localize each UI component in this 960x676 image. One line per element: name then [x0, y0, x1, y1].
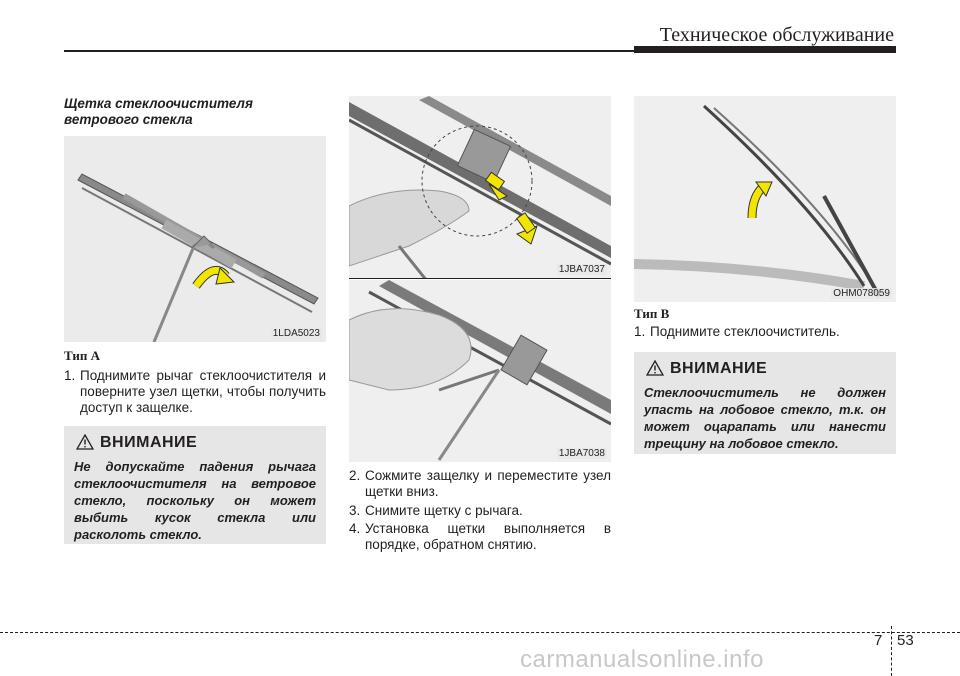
footer-line [0, 632, 960, 633]
step-text: Поднимите стеклоочиститель. [650, 324, 840, 339]
step-text: Сожмите защелку и переместите узел щетки… [365, 468, 611, 499]
figure-code: 1JBA7037 [556, 264, 607, 275]
figure-wiper-type-a: 1LDA5023 [64, 136, 326, 342]
step-number: 1. [64, 368, 76, 383]
warning-icon [645, 359, 665, 376]
chapter-number: 7 [874, 632, 883, 649]
type-b-label: Тип В [634, 306, 670, 321]
step-text: Поднимите рычаг стеклоочистителя и повер… [80, 368, 326, 415]
page-header-title: Техническое обслуживание [659, 24, 894, 46]
step-number: 2. [349, 468, 361, 483]
figure-code: OHM078059 [831, 288, 892, 299]
wiper-illustration-b [634, 96, 896, 302]
warning-title: ВНИМАНИЕ [100, 434, 198, 451]
step-item: 4. Установка щетки выполняется в порядке… [349, 521, 611, 553]
header-bar [634, 46, 896, 53]
warning-icon [75, 433, 95, 450]
warning-header: ВНИМАНИЕ [75, 433, 198, 452]
step-item: 2. Сожмите защелку и переместите узел ще… [349, 468, 611, 500]
warning-title: ВНИМАНИЕ [670, 360, 768, 377]
warning-box-a: ВНИМАНИЕ Не допускайте падения рычага ст… [64, 426, 326, 544]
warning-text: Не допускайте падения рычага стеклоочист… [74, 459, 316, 542]
step-number: 3. [349, 503, 361, 518]
step-item: 1. Поднимите стеклоочиститель. [634, 324, 896, 340]
section-title: Щетка стеклоочистителя ветрового стекла [64, 96, 253, 127]
wiper-illustration-clip [349, 96, 611, 278]
step-text: Снимите щетку с рычага. [365, 503, 523, 518]
figure-remove-blade: 1JBA7038 [349, 280, 611, 462]
figure-divider [349, 278, 611, 279]
step-text: Установка щетки выполняется в порядке, о… [365, 521, 611, 552]
step-item: 3. Снимите щетку с рычага. [349, 503, 611, 519]
page-number: 53 [897, 632, 914, 649]
watermark: carmanualsonline.info [520, 646, 764, 673]
figure-squeeze-clip: 1JBA7037 [349, 96, 611, 278]
footer-separator [891, 626, 892, 676]
warning-box-b: ВНИМАНИЕ Стеклоочиститель не должен упас… [634, 352, 896, 454]
figure-code: 1JBA7038 [556, 448, 607, 459]
warning-text: Стеклоочиститель не должен упасть на лоб… [644, 385, 886, 451]
warning-header: ВНИМАНИЕ [645, 359, 768, 378]
wiper-illustration-a [64, 136, 326, 342]
step-number: 1. [634, 324, 646, 339]
figure-code: 1LDA5023 [270, 328, 322, 339]
header-rule [64, 50, 896, 52]
type-a-label: Тип А [64, 348, 100, 363]
step-number: 4. [349, 521, 361, 536]
step-item: 1. Поднимите рычаг стеклоочистителя и по… [64, 368, 326, 416]
figure-wiper-type-b: OHM078059 [634, 96, 896, 302]
wiper-illustration-remove [349, 280, 611, 462]
